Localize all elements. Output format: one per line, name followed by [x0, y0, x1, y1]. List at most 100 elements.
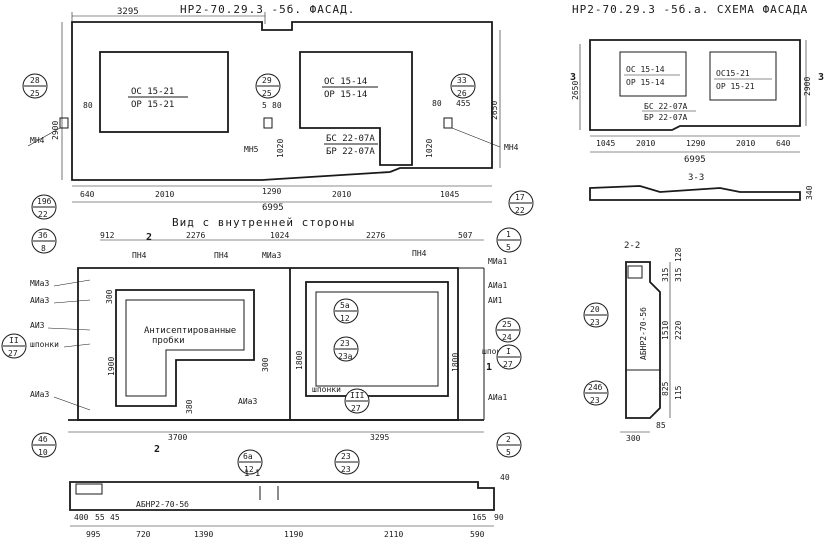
svg-text:2110: 2110 [384, 530, 403, 539]
svg-text:80: 80 [83, 101, 93, 110]
svg-text:995: 995 [86, 530, 101, 539]
facade-plate-left [59, 117, 69, 129]
facade-panel-right-top: ОС 15-14 [324, 77, 367, 87]
section-1-1-profile [69, 481, 495, 511]
svg-text:26: 26 [457, 89, 467, 98]
svg-text:шпонки: шпонки [482, 347, 511, 356]
svg-text:4б: 4б [38, 434, 48, 444]
svg-text:19б: 19б [37, 196, 52, 206]
svg-text:24: 24 [502, 333, 512, 342]
svg-text:1900: 1900 [107, 357, 116, 376]
svg-text:315: 315 [661, 267, 670, 282]
svg-text:400: 400 [74, 513, 89, 522]
inner-window-left [115, 289, 255, 407]
svg-text:МИа3: МИа3 [262, 251, 281, 260]
svg-text:2010: 2010 [736, 139, 755, 148]
svg-text:3-3: 3-3 [688, 173, 704, 183]
svg-text:24б: 24б [588, 382, 603, 392]
svg-text:27: 27 [503, 360, 513, 369]
inner-view: Вид с внутренней стороны 912 2276 1024 2… [1, 190, 534, 475]
svg-text:315: 315 [674, 267, 683, 282]
svg-text:БС 22-07А: БС 22-07А [644, 102, 688, 111]
svg-text:АИа3: АИа3 [30, 390, 49, 399]
svg-text:1190: 1190 [284, 530, 303, 539]
svg-text:III: III [350, 391, 365, 400]
svg-text:2220: 2220 [674, 321, 683, 340]
facade-window-left [99, 51, 229, 133]
svg-text:АИа1: АИа1 [488, 281, 507, 290]
svg-text:90: 90 [494, 513, 504, 522]
inner-callout-23: 23 23а [333, 336, 359, 362]
svg-text:27: 27 [8, 349, 18, 358]
svg-text:2276: 2276 [186, 231, 205, 240]
svg-text:33: 33 [457, 76, 467, 85]
svg-text:2: 2 [146, 232, 152, 243]
facade-total: 6995 [262, 203, 284, 213]
svg-text:128: 128 [674, 247, 683, 262]
svg-text:300: 300 [626, 434, 641, 443]
svg-text:380: 380 [185, 399, 194, 414]
svg-text:АИа3: АИа3 [30, 296, 49, 305]
section-3-3: 3-3 340 [589, 173, 814, 201]
svg-text:МИа1: МИа1 [488, 257, 507, 266]
svg-text:85: 85 [656, 421, 666, 430]
facade-door-top: БС 22-07А [326, 134, 375, 144]
facade-outline [71, 21, 493, 181]
svg-text:2010: 2010 [155, 190, 174, 199]
svg-text:22: 22 [38, 210, 48, 219]
facade-top-dim: 3295 [117, 7, 139, 17]
svg-text:2-2: 2-2 [624, 241, 640, 251]
svg-text:5: 5 [506, 243, 511, 252]
facade-mh-mid: МН5 [244, 145, 259, 154]
facade-mh-right: МН4 [504, 143, 519, 152]
section-2-2-profile [625, 261, 661, 419]
scheme-title: НР2-70.29.3 -5б.а. СХЕМА ФАСАДА [572, 3, 808, 16]
svg-text:1020: 1020 [276, 139, 285, 158]
svg-text:8: 8 [41, 244, 46, 253]
svg-text:АИа3: АИа3 [238, 397, 257, 406]
facade-title: НР2-70.29.3 -5б. ФАСАД. [180, 3, 355, 16]
svg-text:12: 12 [340, 314, 350, 323]
svg-text:640: 640 [80, 190, 95, 199]
svg-text:23: 23 [590, 396, 600, 405]
svg-text:ПН4: ПН4 [214, 251, 229, 260]
svg-text:29: 29 [262, 76, 272, 85]
section-1-1: 1-1 23 23 АБНР2-70-5б 40 400 55 45 165 9… [69, 449, 510, 539]
svg-text:23: 23 [340, 339, 350, 348]
svg-text:ОС15-21: ОС15-21 [716, 69, 750, 78]
s11-callout-23: 23 23 [334, 449, 360, 475]
inner-title: Вид с внутренней стороны [172, 216, 355, 229]
svg-text:2: 2 [154, 444, 160, 455]
inner-callout-3b: 3б 8 [31, 228, 57, 254]
facade-plate-mid [263, 117, 273, 129]
svg-text:1024: 1024 [270, 231, 289, 240]
svg-text:2: 2 [506, 435, 511, 444]
svg-text:1290: 1290 [262, 187, 281, 196]
svg-text:2900: 2900 [803, 77, 812, 96]
svg-text:5: 5 [262, 101, 267, 110]
svg-text:22: 22 [515, 206, 525, 215]
inner-callout-6a: 6а 12 [237, 449, 263, 475]
svg-text:МИа3: МИа3 [30, 279, 49, 288]
svg-text:590: 590 [470, 530, 485, 539]
facade-panel-left-top: ОС 15-21 [131, 87, 174, 97]
inner-callout-5a: 5а 12 [333, 298, 359, 324]
scheme-window-left [619, 51, 687, 97]
inner-callout-17: 17 22 [508, 190, 534, 216]
inner-callout-4b: 4б 10 [31, 432, 57, 458]
svg-text:1390: 1390 [194, 530, 213, 539]
svg-text:АБНР2-70-5б: АБНР2-70-5б [136, 499, 189, 509]
scheme-total: 6995 [684, 155, 706, 165]
inner-callout-II: II 27 [1, 333, 27, 359]
svg-text:1-1: 1-1 [244, 469, 260, 479]
svg-text:1510: 1510 [661, 321, 670, 340]
svg-text:АИ1: АИ1 [488, 296, 503, 305]
scheme-window-right [709, 51, 777, 101]
svg-text:5а: 5а [340, 301, 350, 310]
svg-text:шпонки: шпонки [312, 385, 341, 394]
svg-text:55: 55 [95, 513, 105, 522]
scheme-view: НР2-70.29.3 -5б.а. СХЕМА ФАСАДА ОС 15-14… [570, 3, 824, 165]
facade-panel-left-bottom: ОР 15-21 [131, 100, 174, 110]
facade-callout-2: 29 25 [255, 73, 281, 99]
svg-text:АБНР2-70-5б: АБНР2-70-5б [638, 307, 648, 360]
